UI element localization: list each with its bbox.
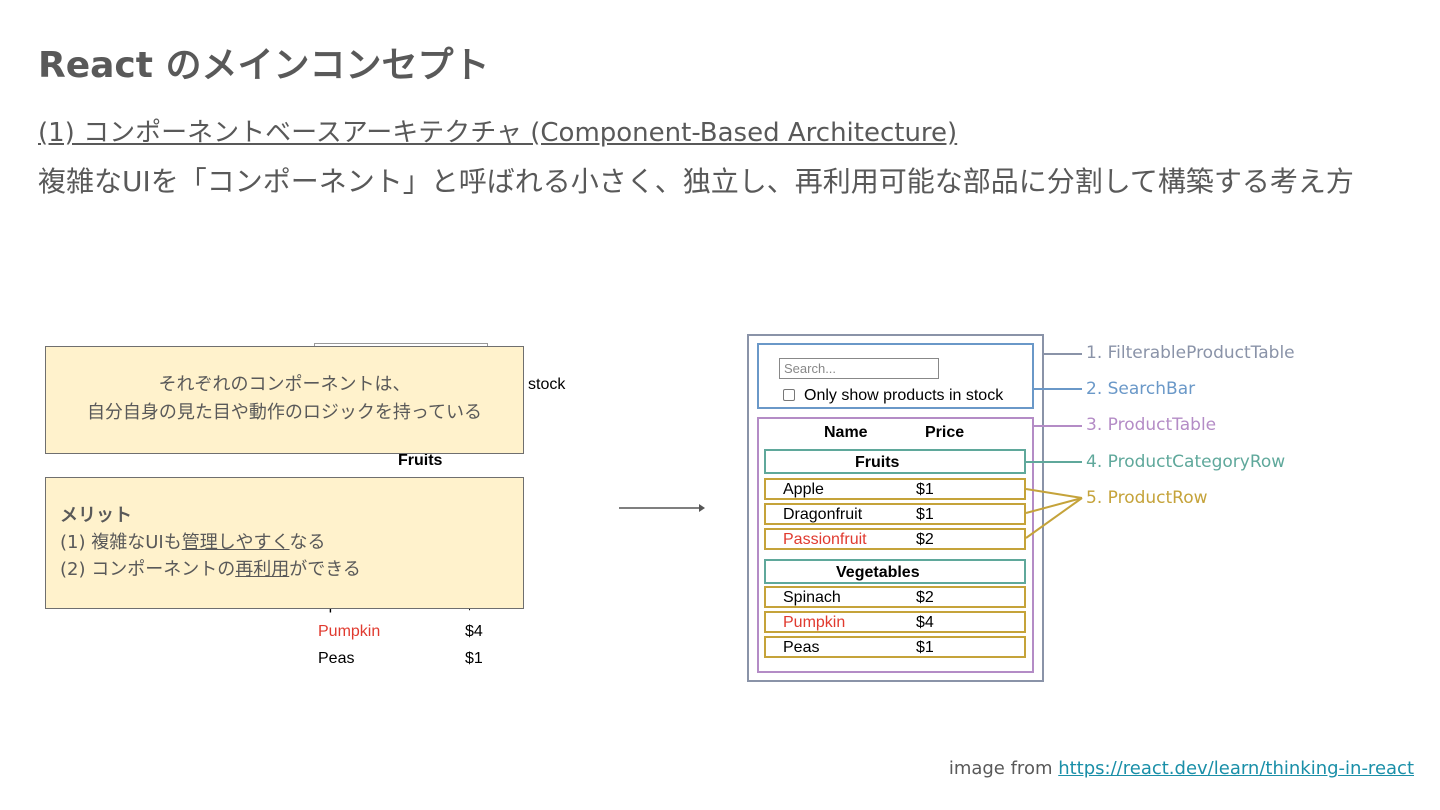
- product-name: Spinach: [783, 589, 841, 606]
- slide-title: React のメインコンセプト: [38, 45, 490, 86]
- left-stock-text: stock: [528, 376, 566, 393]
- column-header-price: Price: [925, 424, 965, 441]
- product-row: Pumpkin $4: [764, 611, 1026, 633]
- left-row-name: Peas: [318, 650, 355, 667]
- column-header-name: Name: [824, 424, 868, 441]
- merit-heading: メリット: [60, 505, 132, 526]
- searchbar-frame: [757, 343, 1034, 409]
- stock-checkbox-label: Only show products in stock: [804, 387, 1004, 404]
- product-category-row: Fruits: [764, 449, 1026, 474]
- image-credit: image from https://react.dev/learn/think…: [949, 758, 1414, 779]
- product-category-row: Vegetables: [764, 559, 1026, 584]
- label-product-category-row: 4. ProductCategoryRow: [1086, 452, 1286, 472]
- credit-link[interactable]: https://react.dev/learn/thinking-in-reac…: [1058, 758, 1414, 779]
- merit-item-1: (1) 複雑なUIも管理しやすくなる: [60, 532, 326, 553]
- note-component-logic: それぞれのコンポーネントは、 自分自身の見た目や動作のロジックを持っている: [45, 346, 524, 454]
- product-price: $1: [916, 639, 934, 656]
- arrow-right-icon: [619, 504, 705, 512]
- category-fruits: Fruits: [855, 454, 900, 471]
- label-product-table: 3. ProductTable: [1086, 415, 1217, 435]
- product-row: Apple $1: [764, 478, 1026, 500]
- note1-line2: 自分自身の見た目や動作のロジックを持っている: [86, 402, 483, 423]
- product-name: Passionfruit: [783, 531, 867, 548]
- product-price: $4: [916, 614, 934, 631]
- connector-lines: [1025, 353, 1083, 539]
- note-merits: メリット (1) 複雑なUIも管理しやすくなる (2) コンポーネントの再利用が…: [45, 477, 524, 609]
- left-row-price: $4: [465, 623, 483, 640]
- product-name: Peas: [783, 639, 820, 656]
- product-name: Pumpkin: [783, 614, 846, 631]
- label-product-row: 5. ProductRow: [1086, 488, 1208, 508]
- left-category-fruits: Fruits: [398, 452, 443, 469]
- product-row: Passionfruit $2: [764, 528, 1026, 550]
- product-table-frame: [757, 417, 1034, 673]
- product-row: Peas $1: [764, 636, 1026, 658]
- product-price: $2: [916, 589, 934, 606]
- search-input[interactable]: Search...: [779, 358, 939, 379]
- search-placeholder: Search...: [784, 361, 837, 376]
- note1-line1: それぞれのコンポーネントは、: [158, 374, 411, 395]
- product-row: Spinach $2: [764, 586, 1026, 608]
- product-name: Dragonfruit: [783, 506, 863, 523]
- label-filterable-product-table: 1. FilterableProductTable: [1086, 343, 1295, 363]
- product-price: $1: [916, 506, 934, 523]
- slide-subtitle: (1) コンポーネントベースアーキテクチャ (Component-Based A…: [38, 118, 958, 148]
- product-price: $1: [916, 481, 934, 498]
- left-row-name: Pumpkin: [318, 623, 381, 640]
- category-vegetables: Vegetables: [836, 564, 920, 581]
- stock-checkbox[interactable]: [783, 389, 795, 401]
- slide-description: 複雑なUIを「コンポーネント」と呼ばれる小さく、独立し、再利用可能な部品に分割し…: [38, 165, 1354, 198]
- left-row-price: $1: [465, 650, 483, 667]
- merit-item-2: (2) コンポーネントの再利用ができる: [60, 559, 361, 580]
- product-row: Dragonfruit $1: [764, 503, 1026, 525]
- label-searchbar: 2. SearchBar: [1086, 379, 1196, 399]
- product-name: Apple: [783, 481, 824, 498]
- product-price: $2: [916, 531, 934, 548]
- credit-prefix: image from: [948, 758, 1059, 779]
